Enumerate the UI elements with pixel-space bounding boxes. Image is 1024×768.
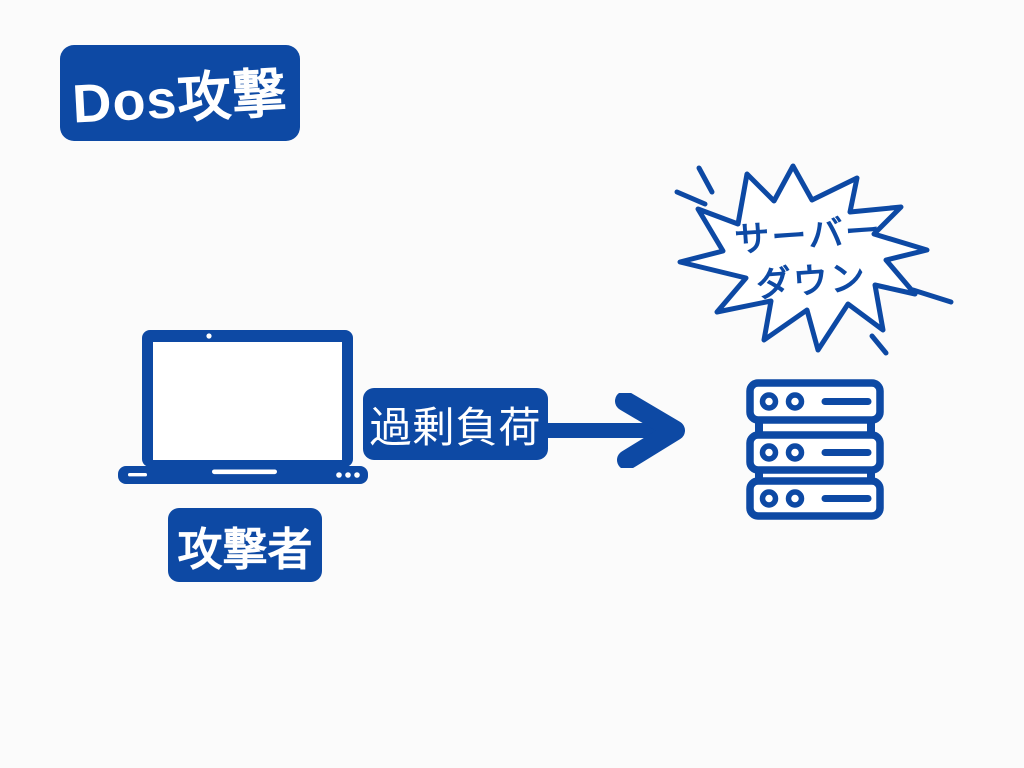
laptop-icon [118, 330, 368, 484]
server-unit-1 [746, 379, 884, 424]
laptop-screen [142, 330, 353, 467]
arrow-right-icon [545, 393, 685, 468]
server-unit-2 [746, 431, 884, 474]
attacker-label: 攻撃者 [168, 508, 322, 582]
attacker-label-text: 攻撃者 [177, 523, 313, 575]
laptop-base [118, 466, 368, 484]
title-badge: Dos攻撃 [60, 45, 300, 141]
diagram-title: Dos攻撃 [71, 62, 290, 135]
webcam-dot [206, 333, 212, 339]
server-stack-icon [746, 379, 884, 520]
burst-outline [677, 163, 930, 353]
load-label: 過剰負荷 [363, 388, 548, 460]
emphasis-lines [674, 165, 954, 356]
server-unit-3 [746, 477, 884, 520]
explosion-bubble-icon [674, 163, 954, 356]
server-down-text: サーバー ダウン [697, 205, 923, 312]
load-label-text: 過剰負荷 [369, 403, 542, 451]
